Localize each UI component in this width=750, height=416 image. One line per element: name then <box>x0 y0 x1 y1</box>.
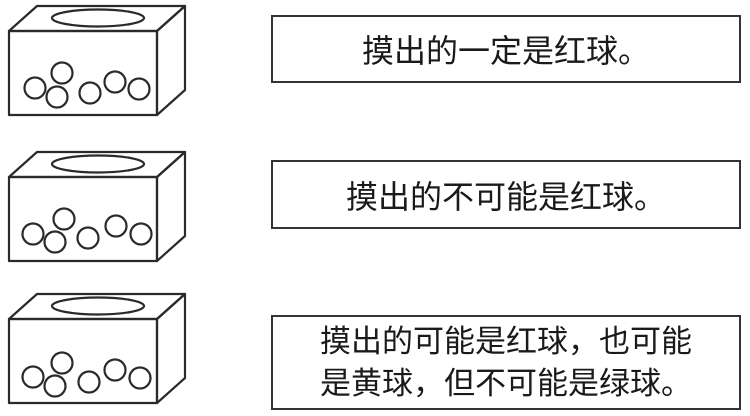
ball <box>43 230 67 254</box>
ball <box>43 374 67 398</box>
ball-box-3 <box>0 290 190 410</box>
ball <box>50 61 74 85</box>
ball <box>103 70 127 94</box>
ball <box>50 351 74 375</box>
statement-box-1: 摸出的一定是红球。 <box>271 15 741 83</box>
ball <box>21 365 45 389</box>
ball-box-1 <box>0 2 190 122</box>
ball-box-2 <box>0 148 190 268</box>
ball <box>76 226 100 250</box>
ball <box>129 222 153 246</box>
ball <box>128 366 152 390</box>
ball-box-2-drawing <box>7 150 187 263</box>
box-side-face <box>155 292 187 405</box>
statement-box-3: 摸出的可能是红球，也可能 是黄球，但不可能是绿球。 <box>271 315 741 410</box>
ball <box>23 76 47 100</box>
ball <box>127 77 151 101</box>
box-opening <box>50 296 146 316</box>
statement-text-2: 摸出的不可能是红球。 <box>345 177 666 216</box>
statement-text-3-line-1: 摸出的可能是红球，也可能 <box>320 323 692 360</box>
statement-text-1: 摸出的一定是红球。 <box>361 32 650 70</box>
statement-box-2: 摸出的不可能是红球。 <box>271 160 741 229</box>
ball <box>45 85 69 109</box>
box-opening <box>50 154 146 174</box>
ball <box>21 222 45 246</box>
ball <box>52 207 76 231</box>
box-side-face <box>155 150 187 263</box>
box-front-face <box>7 29 159 117</box>
box-opening <box>50 8 146 28</box>
box-side-face <box>155 4 187 117</box>
ball <box>104 214 128 238</box>
ball <box>77 370 101 394</box>
ball-box-3-drawing <box>7 292 187 405</box>
ball <box>78 81 102 105</box>
ball <box>103 358 127 382</box>
statement-text-3-line-2: 是黄球，但不可能是绿球。 <box>320 365 692 402</box>
ball-box-1-drawing <box>7 4 187 117</box>
